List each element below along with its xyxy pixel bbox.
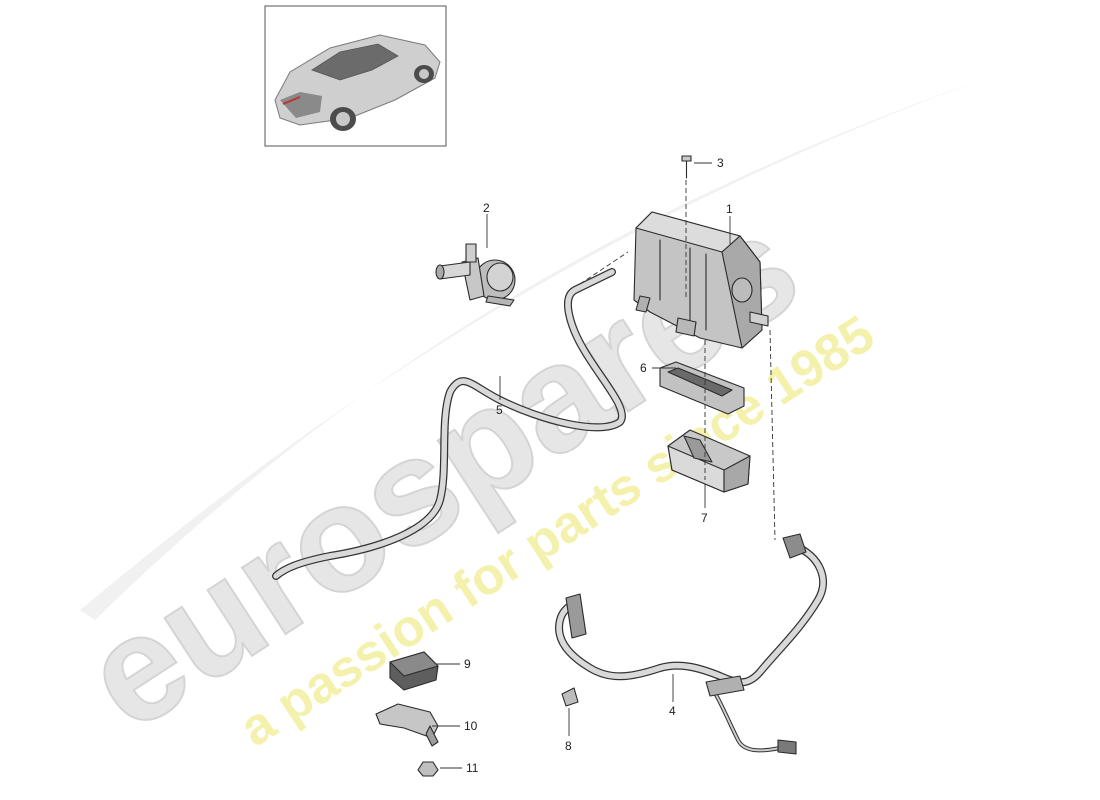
callout-7-label: 7 xyxy=(701,511,708,525)
callout-4: 4 xyxy=(669,674,676,718)
callout-3-label: 3 xyxy=(717,156,724,170)
callout-11-label: 11 xyxy=(466,761,479,775)
callout-1-label: 1 xyxy=(726,202,733,216)
callout-7: 7 xyxy=(701,484,708,525)
part-10-bracket xyxy=(375,703,439,747)
callout-6-label: 6 xyxy=(640,361,647,375)
part-5-hose xyxy=(272,268,626,580)
part-1-charcoal-canister xyxy=(633,211,769,349)
callout-5-label: 5 xyxy=(496,403,503,417)
assembly-lines xyxy=(579,180,776,541)
part-9-block xyxy=(389,651,439,691)
callout-10: 10 xyxy=(432,719,478,733)
callouts: 1 2 3 4 5 6 7 8 xyxy=(432,156,733,775)
callout-10-label: 10 xyxy=(464,719,478,733)
car-icon xyxy=(274,34,441,131)
part-7-bracket xyxy=(667,429,751,493)
callout-2-label: 2 xyxy=(483,201,490,215)
callout-8-label: 8 xyxy=(565,739,572,753)
callout-8: 8 xyxy=(565,708,572,753)
callout-3: 3 xyxy=(694,156,724,170)
part-8-clip xyxy=(561,687,579,707)
part-11-nut xyxy=(417,761,439,777)
watermark: eurospares a passion for parts since 198… xyxy=(55,80,980,763)
part-6-pad xyxy=(659,361,745,415)
part-4-hose xyxy=(555,533,827,755)
callout-5: 5 xyxy=(496,376,503,417)
callout-6: 6 xyxy=(640,361,676,375)
callout-1: 1 xyxy=(726,202,733,244)
callout-2: 2 xyxy=(483,201,490,248)
callout-11: 11 xyxy=(440,761,479,775)
callout-9: 9 xyxy=(436,657,471,671)
callout-4-label: 4 xyxy=(669,704,676,718)
vehicle-thumbnail xyxy=(264,5,447,147)
callout-9-label: 9 xyxy=(464,657,471,671)
part-2-valve xyxy=(435,243,516,307)
part-3-bolt xyxy=(681,155,692,179)
